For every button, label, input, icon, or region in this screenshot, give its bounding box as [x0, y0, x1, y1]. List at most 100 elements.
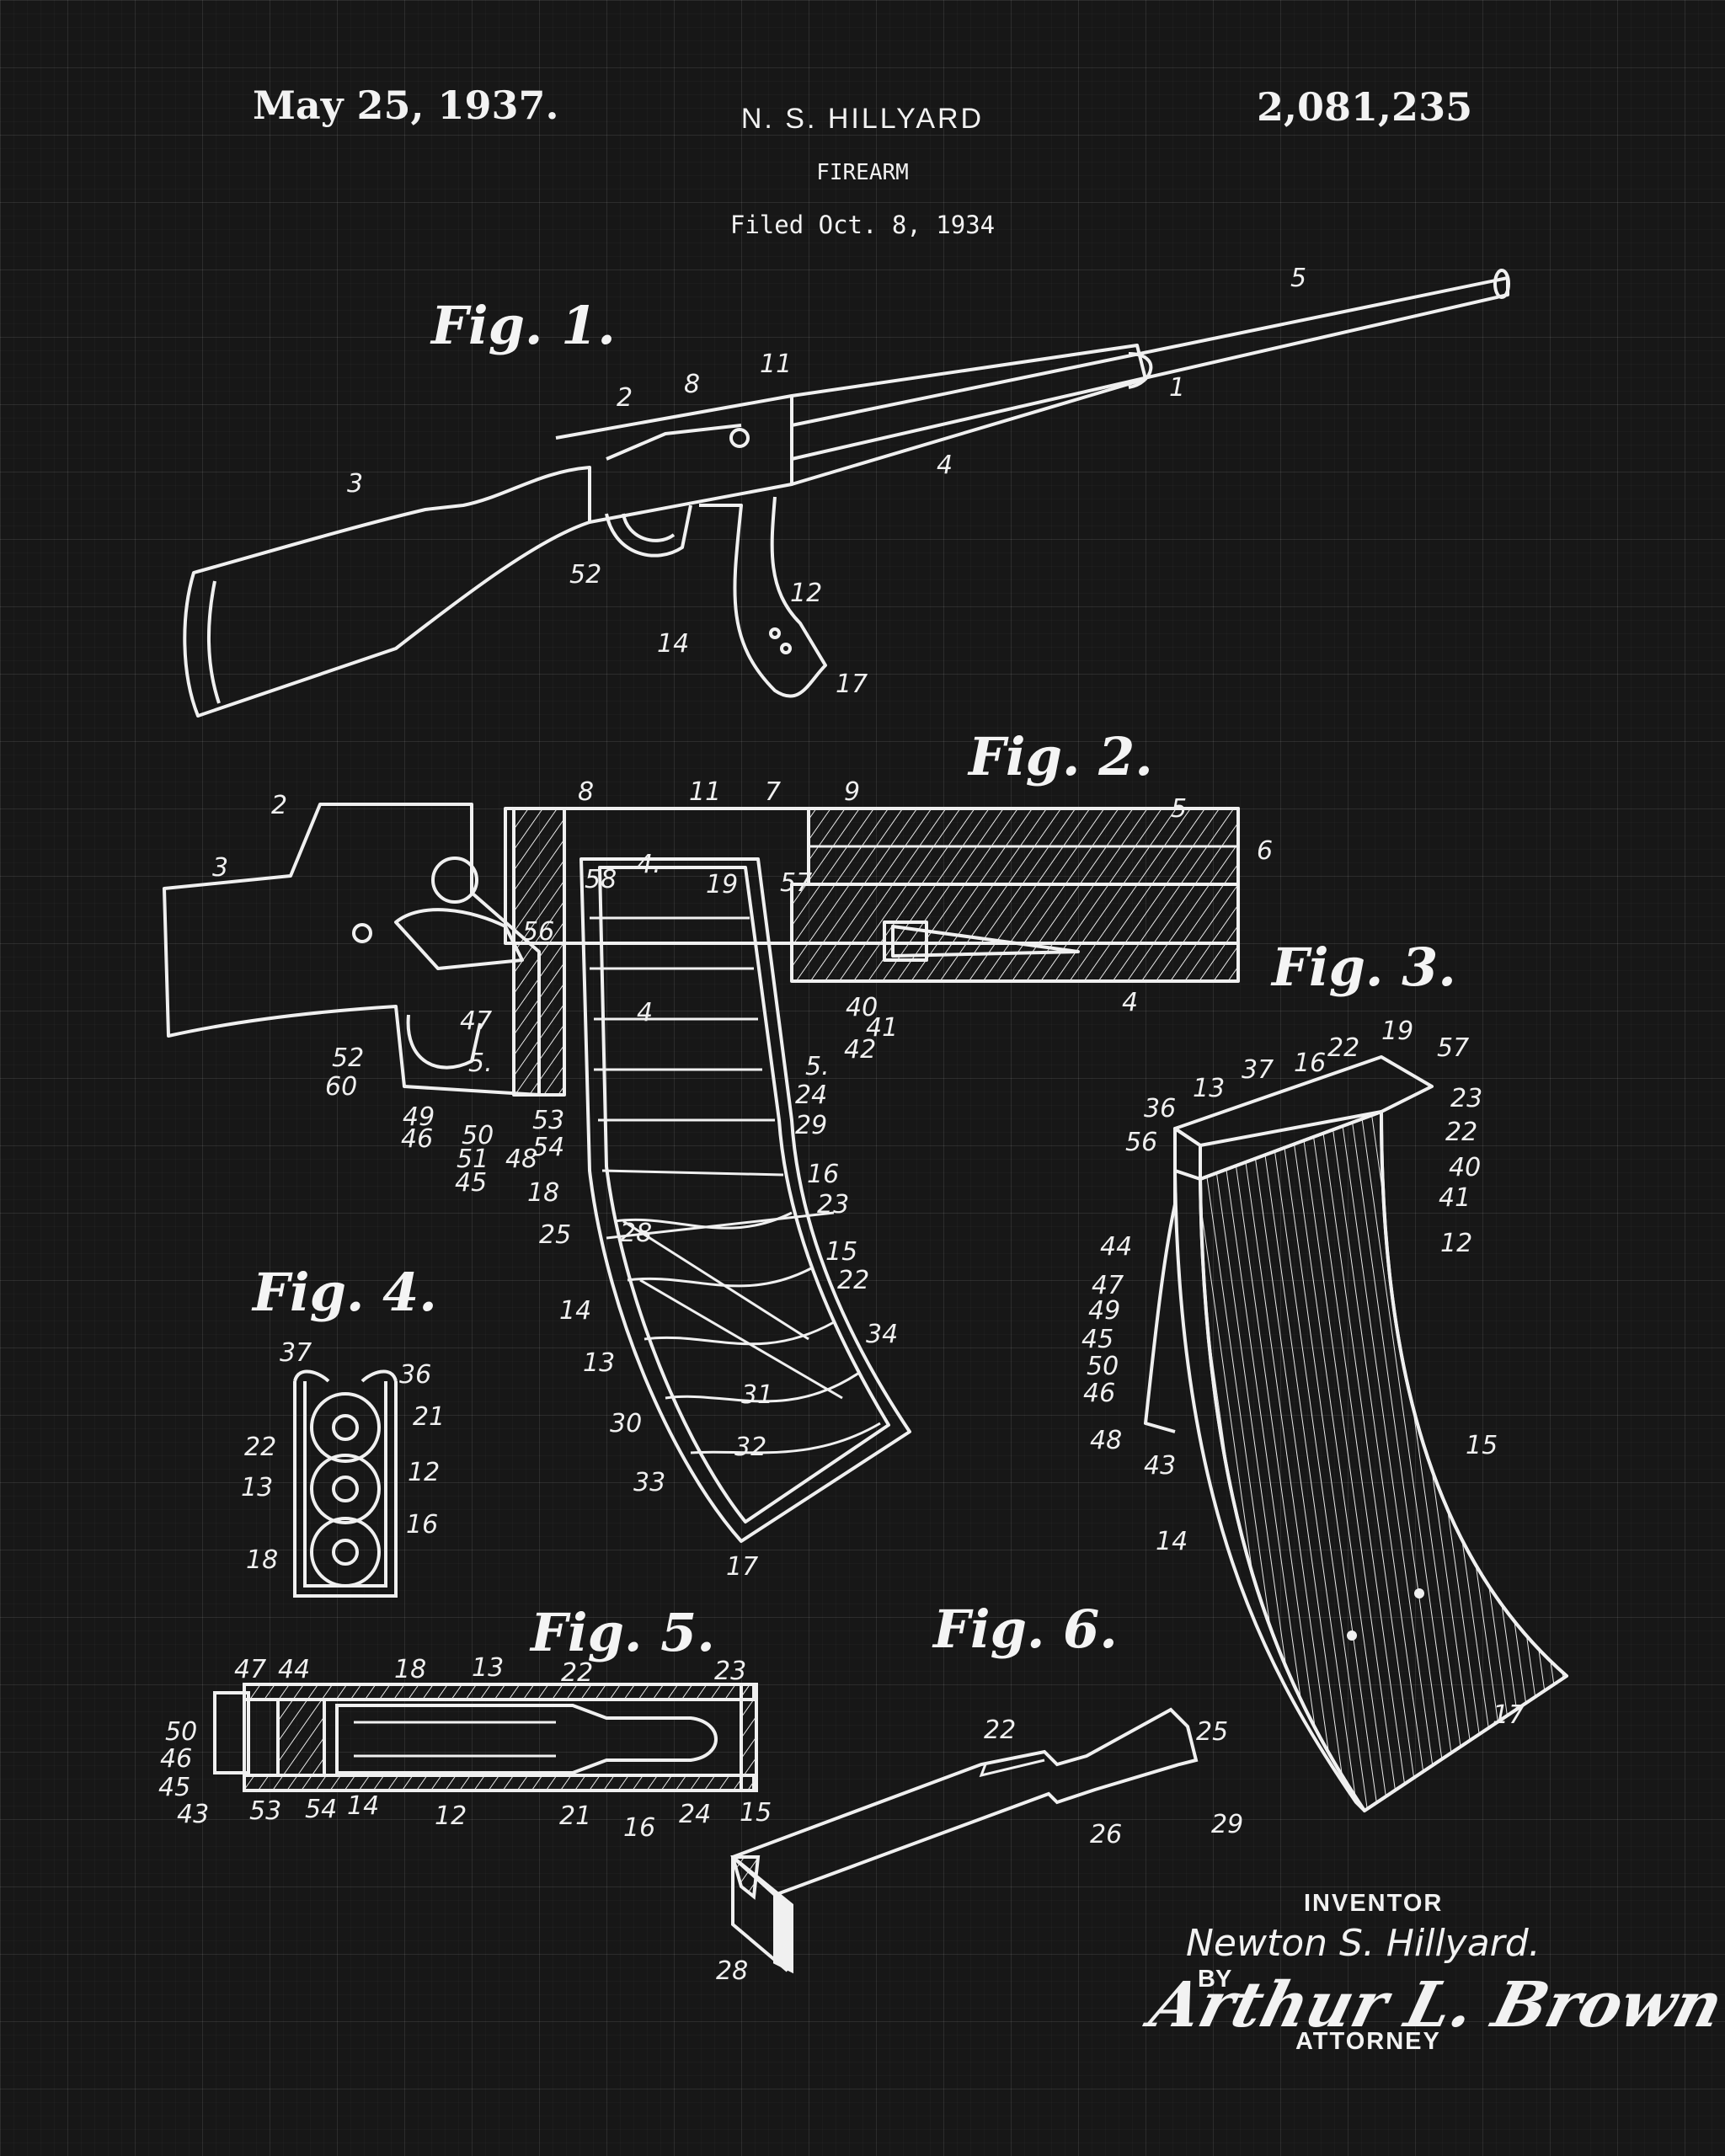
inventor-label: INVENTOR: [1304, 1890, 1444, 1917]
callout-17: 17: [1493, 1700, 1525, 1730]
callout-25: 25: [1196, 1717, 1228, 1747]
fig3-magazine-drawing: [1144, 1055, 1568, 1812]
fig5-label: Fig. 5.: [531, 1602, 715, 1663]
callout-41: 41: [866, 1013, 898, 1043]
callout-46: 46: [1083, 1379, 1115, 1408]
callout-48: 48: [1090, 1426, 1122, 1455]
callout-16: 16: [406, 1510, 438, 1540]
callout-56: 56: [1125, 1128, 1157, 1157]
callout-49: 49: [1088, 1296, 1120, 1326]
callout-8: 8: [578, 777, 594, 807]
callout-51: 51: [457, 1145, 489, 1174]
callout-57: 57: [1437, 1033, 1469, 1063]
callout-7: 7: [765, 777, 781, 807]
callout-50: 50: [165, 1717, 197, 1747]
callout-14: 14: [559, 1296, 591, 1326]
fig6-follower-drawing: [730, 1707, 1199, 1974]
patent-title: FIREARM: [816, 160, 909, 185]
fig4-cross-section-drawing: [293, 1369, 398, 1598]
patent-date: May 25, 1937.: [253, 83, 559, 128]
callout-16: 16: [1294, 1049, 1326, 1078]
callout-46: 46: [401, 1124, 433, 1154]
fig5-longitudinal-drawing: [213, 1683, 758, 1792]
callout-17: 17: [726, 1552, 758, 1582]
callout-4b: 4: [1122, 988, 1138, 1017]
fig1-callouts: 5 1 11 8 2 4 3 52 12 14 17: [347, 264, 1306, 699]
fig6-label: Fig. 6.: [933, 1598, 1118, 1660]
callout-13: 13: [1193, 1074, 1225, 1103]
callout-11: 11: [760, 350, 792, 379]
callout-56: 56: [522, 917, 554, 947]
callout-2: 2: [271, 791, 287, 820]
callout-40: 40: [846, 993, 878, 1022]
callout-34: 34: [866, 1320, 898, 1349]
callout-33: 33: [633, 1468, 665, 1497]
callout-15: 15: [1466, 1431, 1498, 1460]
callout-13: 13: [583, 1348, 615, 1378]
callout-48: 48: [505, 1145, 537, 1174]
callout-40: 40: [1449, 1153, 1481, 1182]
callout-58: 58: [585, 865, 617, 894]
fig1-rifle-drawing: [183, 269, 1510, 718]
callout-23: 23: [817, 1190, 849, 1219]
callout-4a: 4.: [637, 850, 661, 879]
callout-47: 47: [1092, 1271, 1124, 1300]
callout-53: 53: [532, 1106, 564, 1135]
callout-36: 36: [399, 1360, 431, 1390]
callout-14: 14: [657, 629, 689, 659]
callout-43: 43: [1144, 1451, 1176, 1481]
callout-57: 57: [780, 868, 812, 898]
callout-46: 46: [160, 1744, 192, 1774]
callout-22: 22: [837, 1266, 869, 1295]
inventor-heading: N. S. HILLYARD: [740, 103, 985, 135]
callout-5b: 5.: [805, 1052, 830, 1081]
callout-5: 5: [1171, 794, 1187, 824]
callout-52: 52: [332, 1043, 364, 1073]
callout-19: 19: [706, 870, 738, 899]
callout-42: 42: [844, 1035, 876, 1065]
callout-45: 45: [158, 1773, 190, 1802]
callout-21: 21: [413, 1402, 445, 1432]
fig3-callouts: 22 19 57 13 37 16 36 23 56 22 40 41 12 4…: [1081, 1017, 1525, 1730]
callout-12: 12: [435, 1801, 467, 1831]
callout-26: 26: [1090, 1820, 1122, 1849]
callout-14: 14: [1156, 1527, 1188, 1556]
callout-1: 1: [1169, 373, 1185, 403]
callout-16: 16: [807, 1160, 839, 1189]
callout-22: 22: [244, 1433, 276, 1462]
fig2-section-drawing: [163, 803, 1240, 1543]
fig2-label: Fig. 2.: [969, 726, 1153, 787]
callout-54: 54: [305, 1795, 337, 1824]
callout-31: 31: [741, 1380, 773, 1410]
callout-23: 23: [1450, 1084, 1482, 1113]
callout-54: 54: [532, 1133, 564, 1162]
callout-9: 9: [844, 777, 860, 807]
callout-50: 50: [462, 1121, 494, 1150]
callout-25: 25: [539, 1220, 571, 1250]
callout-37: 37: [280, 1338, 312, 1368]
callout-2: 2: [617, 383, 633, 413]
callout-8: 8: [684, 370, 700, 399]
callout-37: 37: [1242, 1055, 1274, 1085]
callout-30: 30: [610, 1409, 642, 1438]
callout-47: 47: [460, 1006, 492, 1036]
callout-15: 15: [740, 1798, 772, 1828]
callout-4: 4: [937, 451, 953, 480]
callout-53: 53: [249, 1796, 281, 1826]
callout-32: 32: [734, 1433, 766, 1462]
callout-6: 6: [1257, 836, 1273, 866]
fig1-label: Fig. 1.: [431, 295, 616, 356]
callout-50: 50: [1087, 1352, 1119, 1381]
callout-18: 18: [394, 1655, 426, 1684]
callout-47: 47: [234, 1655, 266, 1684]
callout-23: 23: [714, 1657, 746, 1686]
callout-5: 5: [1290, 264, 1306, 293]
fig6-callouts: 22 25 29 26 28: [716, 1716, 1243, 1986]
callout-12: 12: [408, 1458, 440, 1487]
callout-13: 13: [241, 1473, 273, 1502]
callout-41: 41: [1439, 1183, 1471, 1213]
callout-15: 15: [825, 1237, 857, 1267]
callout-60: 60: [325, 1072, 357, 1102]
